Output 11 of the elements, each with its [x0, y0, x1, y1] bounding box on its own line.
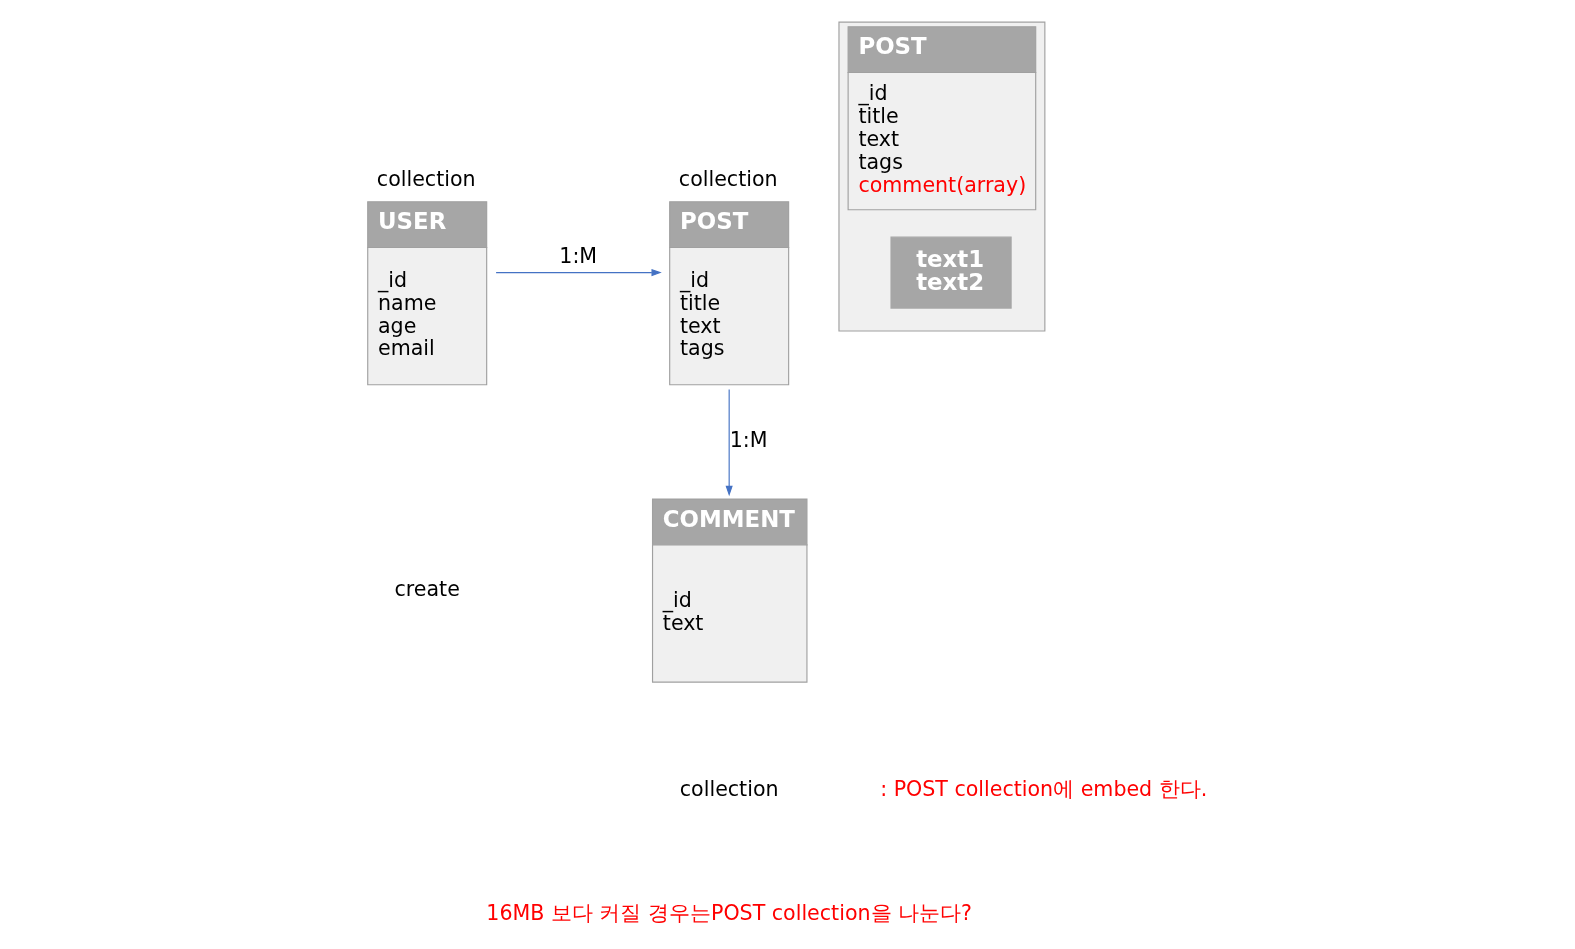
label: collection	[679, 776, 779, 801]
label: 16MB 보다 커질 경우는POST collection을 나눈다?	[486, 901, 972, 926]
label: : POST collection에 embed 한다.	[880, 776, 1208, 801]
edge-label: 1:M	[729, 427, 768, 452]
arrow	[725, 388, 733, 497]
arrow	[495, 269, 662, 277]
edge-label: 1:M	[559, 243, 598, 268]
label: create	[394, 576, 460, 601]
node-box: text1 text2	[890, 236, 1012, 309]
node-label: collection	[678, 167, 778, 192]
node-label: collection	[376, 167, 476, 192]
